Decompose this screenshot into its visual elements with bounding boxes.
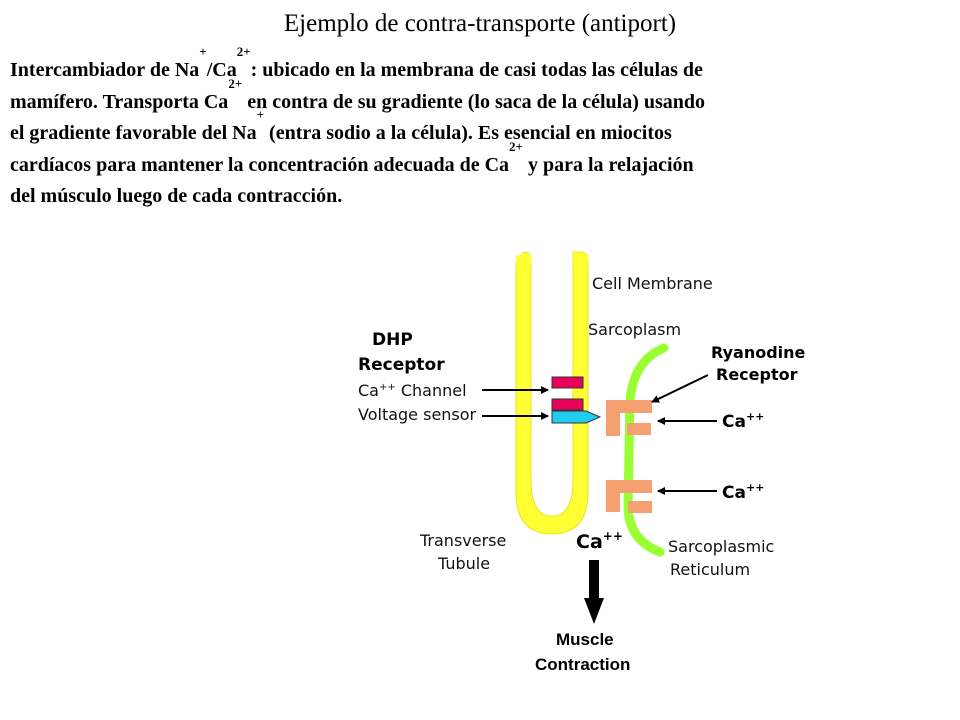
ca-ion-label-lower: Ca++ bbox=[722, 481, 764, 503]
description-paragraph: Intercambiador de Na+/Ca2+: ubicado en l… bbox=[10, 45, 950, 213]
dhp-label: DHP bbox=[372, 330, 413, 350]
receptor-label: Receptor bbox=[358, 355, 445, 375]
superscript: + bbox=[256, 107, 265, 122]
superscript: 2+ bbox=[509, 138, 523, 154]
text-segment: cardíacos para mantener la concentración… bbox=[10, 153, 510, 176]
text-segment: y para la relajación bbox=[522, 153, 694, 176]
ryanodine-receptor-lower bbox=[606, 480, 652, 513]
ca-ion-label-upper: Ca++ bbox=[722, 410, 764, 432]
slide-title: Ejemplo de contra-transporte (antiport) bbox=[283, 10, 677, 37]
superscript: 2+ bbox=[228, 75, 243, 91]
voltage-sensor bbox=[551, 410, 602, 424]
contraction-label: Contraction bbox=[535, 655, 630, 674]
cell-membrane-label: Cell Membrane bbox=[592, 274, 713, 293]
ca-channel-label: Ca++ Channel bbox=[358, 381, 467, 400]
sarcoplasm-label: Sarcoplasm bbox=[588, 320, 681, 339]
text-segment: mamífero. Transporta Ca bbox=[10, 90, 229, 113]
cell-membrane-t-tubule bbox=[515, 251, 589, 535]
reticulum-label: Reticulum bbox=[670, 560, 750, 579]
voltage-sensor-label: Voltage sensor bbox=[358, 405, 477, 424]
ryanodine-receptor-label: Receptor bbox=[716, 365, 798, 384]
superscript: 2+ bbox=[236, 44, 251, 59]
text-segment: (entra sodio a la célula). Es esencial e… bbox=[264, 122, 672, 144]
paragraph-line-1: Intercambiador de Na+/Ca2+: ubicado en l… bbox=[10, 45, 950, 87]
dhp-receptor-top bbox=[551, 376, 584, 389]
text-segment: : ubicado en la membrana de casi todas l… bbox=[250, 59, 703, 81]
muscle-label: Muscle bbox=[556, 630, 614, 649]
text-segment: en contra de su gradiente (lo saca de la… bbox=[242, 90, 706, 113]
arrow-ryanodine bbox=[651, 374, 709, 403]
paragraph-line-3: el gradiente favorable del Na+ (entra so… bbox=[10, 108, 950, 150]
sarcoplasmic-reticulum bbox=[623, 343, 669, 557]
sarcoplasmic-label: Sarcoplasmic bbox=[668, 537, 774, 556]
paragraph-line-5: del músculo luego de cada contracción. bbox=[10, 185, 343, 207]
transverse-label: Transverse bbox=[419, 531, 506, 550]
ca-ion-label-center: Ca++ bbox=[576, 529, 623, 553]
arrow-down-contraction bbox=[584, 560, 604, 624]
text-segment: /Ca bbox=[206, 59, 237, 81]
paragraph-line-4: cardíacos para mantener la concentración… bbox=[10, 140, 950, 182]
dhp-receptor-bottom bbox=[551, 398, 584, 411]
superscript: + bbox=[199, 44, 207, 59]
text-segment: Intercambiador de Na bbox=[10, 59, 200, 81]
text-segment: el gradiente favorable del Na bbox=[10, 122, 257, 144]
membrane-top-right bbox=[573, 255, 588, 265]
paragraph-line-2: mamífero. Transporta Ca2+ en contra de s… bbox=[10, 77, 950, 119]
ryanodine-label: Ryanodine bbox=[711, 343, 806, 362]
tubule-label: Tubule bbox=[437, 554, 490, 573]
ryanodine-receptor-upper bbox=[606, 400, 652, 436]
membrane-top-left bbox=[516, 255, 531, 265]
